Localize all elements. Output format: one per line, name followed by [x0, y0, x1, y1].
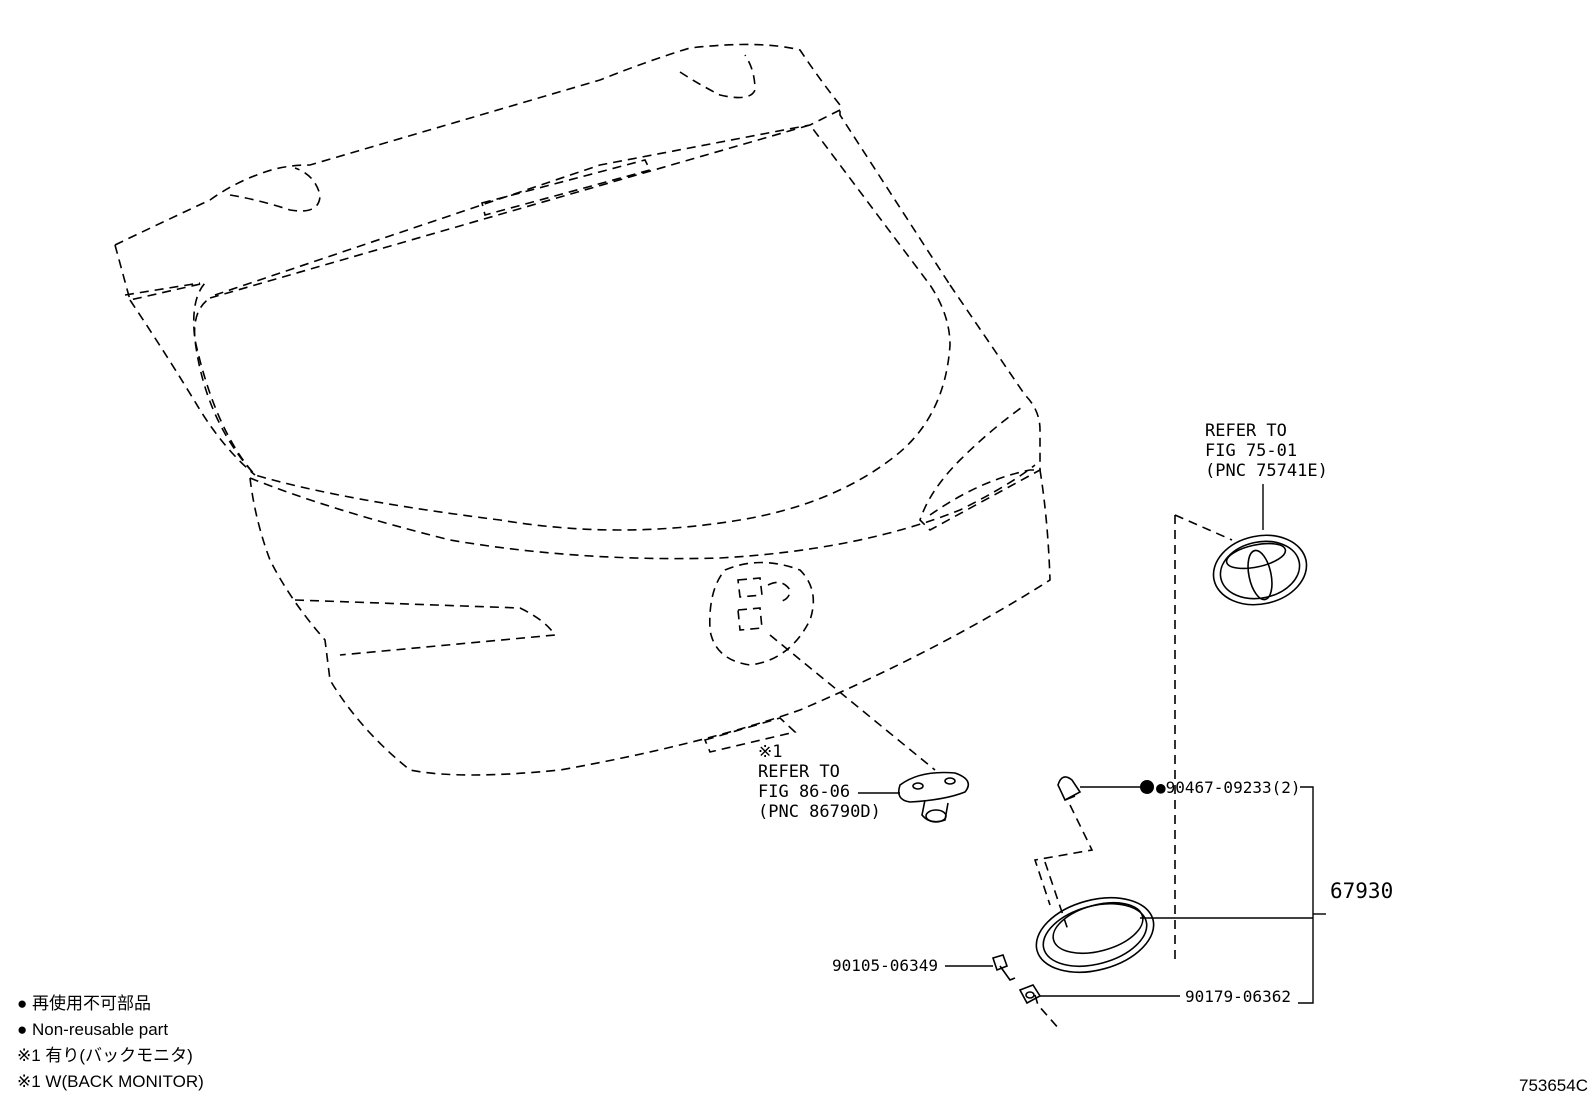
clip-part-number: ●90467-09233(2)	[1156, 778, 1301, 797]
toyota-emblem-part	[1212, 534, 1308, 606]
legend: ● 再使用不可部品 ● Non-reusable part ※1 有り(バックモ…	[17, 993, 204, 1091]
assembly-part-number: 67930	[1330, 879, 1393, 903]
screw-part-number: 90105-06349	[832, 956, 938, 975]
callout-pnc: (PNC 86790D)	[758, 802, 881, 822]
emblem-pnc: (PNC 75741E)	[1205, 461, 1328, 481]
figure-id: 753654C	[1519, 1076, 1588, 1095]
garnish-assembly: ●90467-09233(2) 67930 90105-06349 90179-…	[832, 776, 1393, 1031]
back-camera-callout: ※1 REFER TO FIG 86-06 (PNC 86790D)	[758, 634, 970, 823]
non-reusable-dot	[1140, 780, 1154, 794]
legend-item-1: ● 再使用不可部品	[17, 993, 151, 1013]
emblem-refer: REFER TO	[1205, 421, 1287, 441]
nut-part-number: 90179-06362	[1185, 987, 1291, 1006]
callout-fig: FIG 86-06	[758, 782, 850, 802]
back-camera-part	[897, 771, 970, 823]
clip-part	[1057, 776, 1082, 802]
legend-item-4: ※1 W(BACK MONITOR)	[17, 1072, 204, 1091]
screw-part	[991, 954, 1016, 981]
back-door-panel	[114, 43, 1051, 776]
back-door-garnish-part	[1035, 896, 1155, 974]
emblem-callout: REFER TO FIG 75-01 (PNC 75741E)	[1174, 421, 1328, 606]
callout-mark: ※1	[758, 742, 782, 762]
legend-item-3: ※1 有り(バックモニタ)	[17, 1046, 193, 1065]
callout-refer: REFER TO	[758, 762, 840, 782]
legend-item-2: ● Non-reusable part	[17, 1020, 168, 1039]
emblem-fig: FIG 75-01	[1205, 441, 1297, 461]
